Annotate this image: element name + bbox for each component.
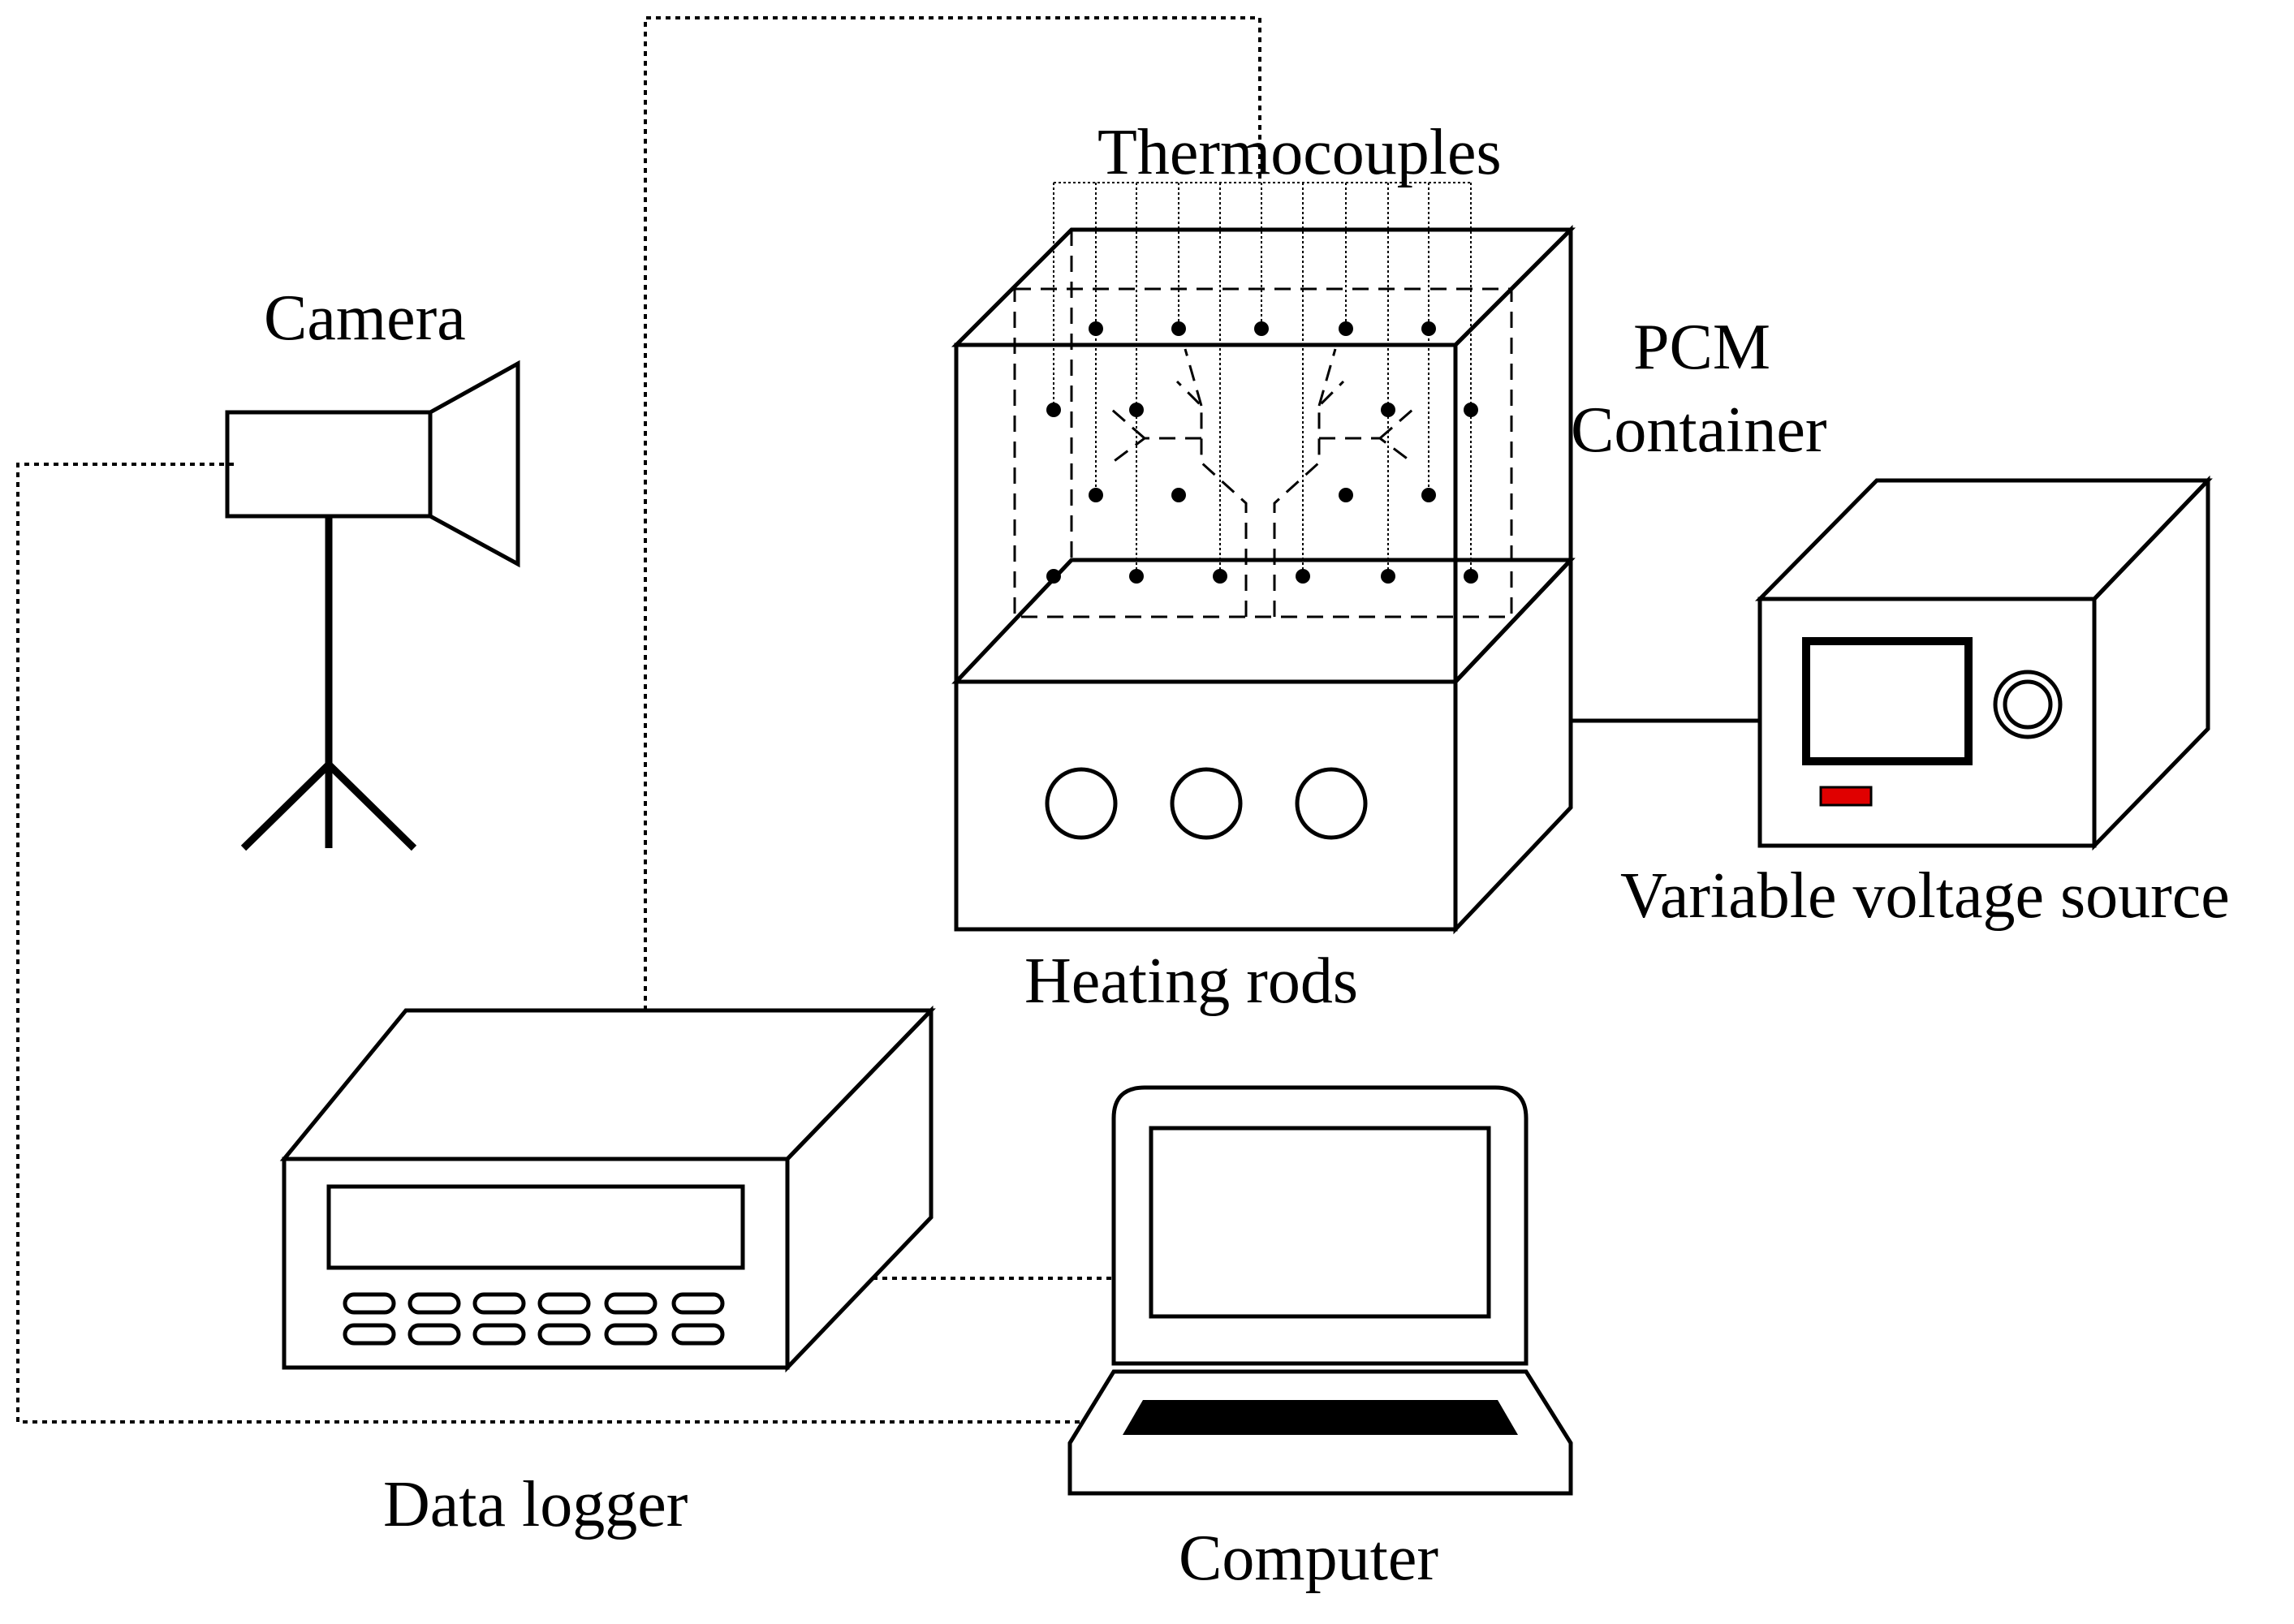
pcm-container: [951, 224, 1576, 687]
laptop-screen: [1149, 1126, 1491, 1319]
voltage-source: [1755, 475, 2213, 851]
logger-to-thermocouples-wire: [644, 16, 1261, 1010]
heating-rod-1: [1045, 767, 1118, 840]
source-knob-inner: [2003, 679, 2053, 730]
label-computer: Computer: [1179, 1523, 1438, 1594]
heating-rod-3: [1295, 767, 1368, 840]
heater-base: [951, 554, 1576, 935]
thermocouple-points: [1046, 321, 1478, 584]
fractal-fin: [1111, 348, 1413, 617]
thermocouple-leads: [1053, 182, 1472, 576]
label-container: Container: [1571, 394, 1826, 466]
label-data-logger: Data logger: [383, 1469, 688, 1540]
source-knob-outer: [1993, 670, 2063, 739]
camera-lens: [428, 360, 520, 568]
camera: [225, 360, 520, 851]
logger-display: [326, 1184, 745, 1270]
camera-body: [225, 410, 433, 519]
logger-buttons: [343, 1292, 725, 1346]
camera-to-computer-wire: [16, 463, 1080, 1424]
source-display: [1802, 637, 1973, 765]
source-indicator: [1819, 786, 1873, 807]
laptop-lid: [1111, 1085, 1529, 1366]
label-pcm: PCM: [1633, 312, 1770, 383]
laptop-base: [1067, 1369, 1573, 1496]
labels: Thermocouples Camera PCM Container Heati…: [264, 117, 2230, 1594]
heating-rod-2: [1170, 767, 1243, 840]
computer: [1067, 1085, 1573, 1496]
label-thermocouples: Thermocouples: [1097, 117, 1502, 188]
connection-wires: [16, 16, 1760, 1424]
label-camera: Camera: [264, 282, 466, 354]
label-heating-rods: Heating rods: [1024, 946, 1358, 1017]
laptop-keyboard: [1123, 1400, 1518, 1435]
data-logger: [279, 1005, 936, 1373]
label-voltage-source: Variable voltage source: [1620, 860, 2230, 932]
